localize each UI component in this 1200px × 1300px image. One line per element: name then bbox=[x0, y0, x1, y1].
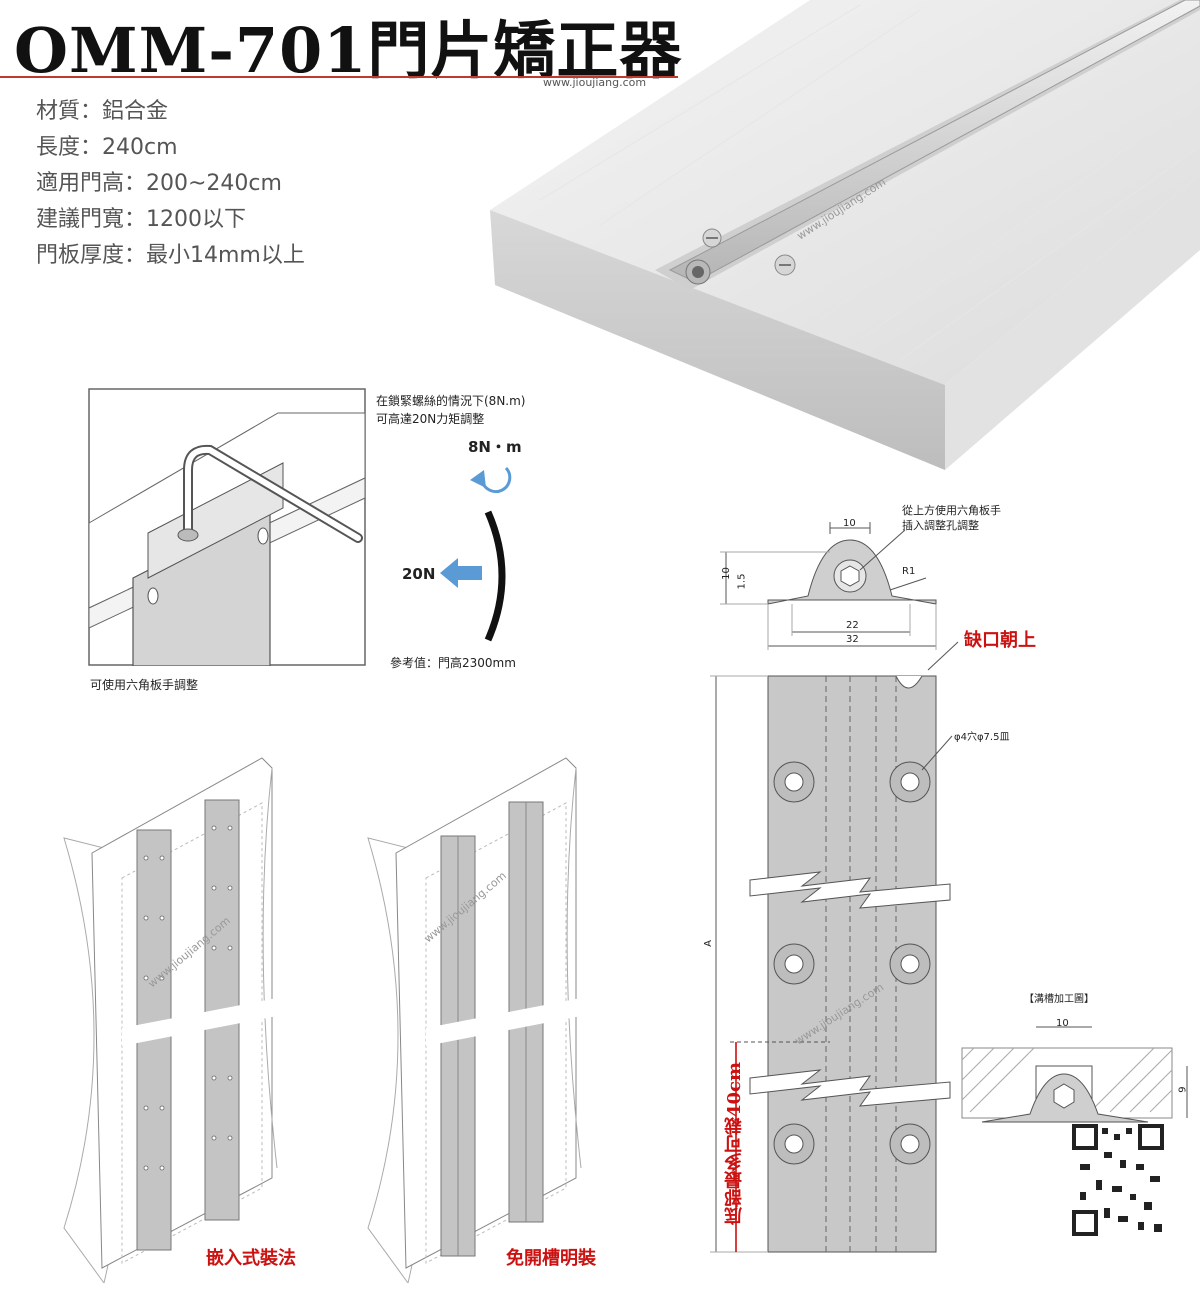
rotate-arrow-icon bbox=[470, 466, 512, 494]
hex-note-2: 插入調整孔調整 bbox=[902, 519, 979, 532]
website-url: www.jioujiang.com bbox=[543, 76, 647, 89]
spec-material: 材質：鋁合金 bbox=[36, 99, 169, 124]
dim-top-width: 10 bbox=[843, 518, 856, 529]
bent-door-arc bbox=[484, 510, 506, 642]
wrench-caption: 可使用六角板手調整 bbox=[90, 678, 199, 692]
surface-install-label: 免開槽明裝 bbox=[506, 1248, 596, 1269]
specs-list: 材質：鋁合金 長度：240cm 適用門高：200~240cm 建議門寬：1200… bbox=[36, 94, 305, 274]
reference-note: 參考值：門高2300mm bbox=[390, 656, 516, 670]
product-photo: www.jioujiang.com bbox=[490, 0, 1200, 470]
technical-drawing: www.jioujiang.com bbox=[710, 522, 1188, 1253]
spec-length: 長度：240cm bbox=[36, 135, 178, 160]
groove-detail bbox=[961, 1026, 1188, 1123]
torque-label: 8N・m bbox=[468, 438, 522, 456]
embedded-install-illustration: www.jioujiang.com bbox=[63, 757, 278, 1283]
dim-inner: 22 bbox=[846, 620, 859, 631]
force-label: 20N bbox=[402, 565, 436, 583]
title-underline bbox=[0, 76, 678, 78]
mounting-holes bbox=[773, 761, 931, 1165]
dim-height: 10 bbox=[720, 567, 732, 580]
spec-thickness: 門板厚度：最小14mm以上 bbox=[36, 243, 305, 268]
hex-note-1: 從上方使用六角板手 bbox=[902, 504, 1001, 517]
hole-spec-label: φ4穴φ7.5皿 bbox=[954, 732, 1010, 743]
groove-title: 【溝槽加工圖】 bbox=[1024, 994, 1094, 1005]
spec-door-height: 適用門高：200~240cm bbox=[36, 171, 282, 196]
surface-install-illustration: www.jioujiang.com bbox=[367, 757, 582, 1283]
hex-socket bbox=[692, 266, 704, 278]
wrench-detail-illustration bbox=[88, 388, 366, 666]
torque-note-2: 可高達20N力矩調整 bbox=[376, 412, 485, 426]
force-arrow-icon bbox=[440, 558, 482, 588]
dim-flange: 1.5 bbox=[736, 573, 748, 590]
door-right-edge bbox=[945, 175, 1200, 470]
embedded-install-label: 嵌入式裝法 bbox=[206, 1248, 296, 1269]
length-dim-label: A bbox=[702, 940, 714, 947]
cut-length-label: 底部最多可裁40cm bbox=[724, 1062, 745, 1226]
door-front-edge bbox=[490, 210, 945, 470]
notch-up-label: 缺口朝上 bbox=[964, 630, 1036, 651]
groove-width: 10 bbox=[1056, 1018, 1069, 1029]
qr-code-icon bbox=[1072, 1124, 1164, 1236]
dim-radius: R1 bbox=[902, 566, 916, 577]
torque-note-1: 在鎖緊螺絲的情況下(8N.m) bbox=[376, 394, 526, 408]
groove-depth: 9 bbox=[1177, 1086, 1189, 1093]
page-title: OMM-701門片矯正器 bbox=[14, 14, 683, 87]
dim-outer: 32 bbox=[846, 634, 859, 645]
spec-door-width: 建議門寬：1200以下 bbox=[36, 207, 246, 232]
wood-grain bbox=[539, 4, 1196, 361]
